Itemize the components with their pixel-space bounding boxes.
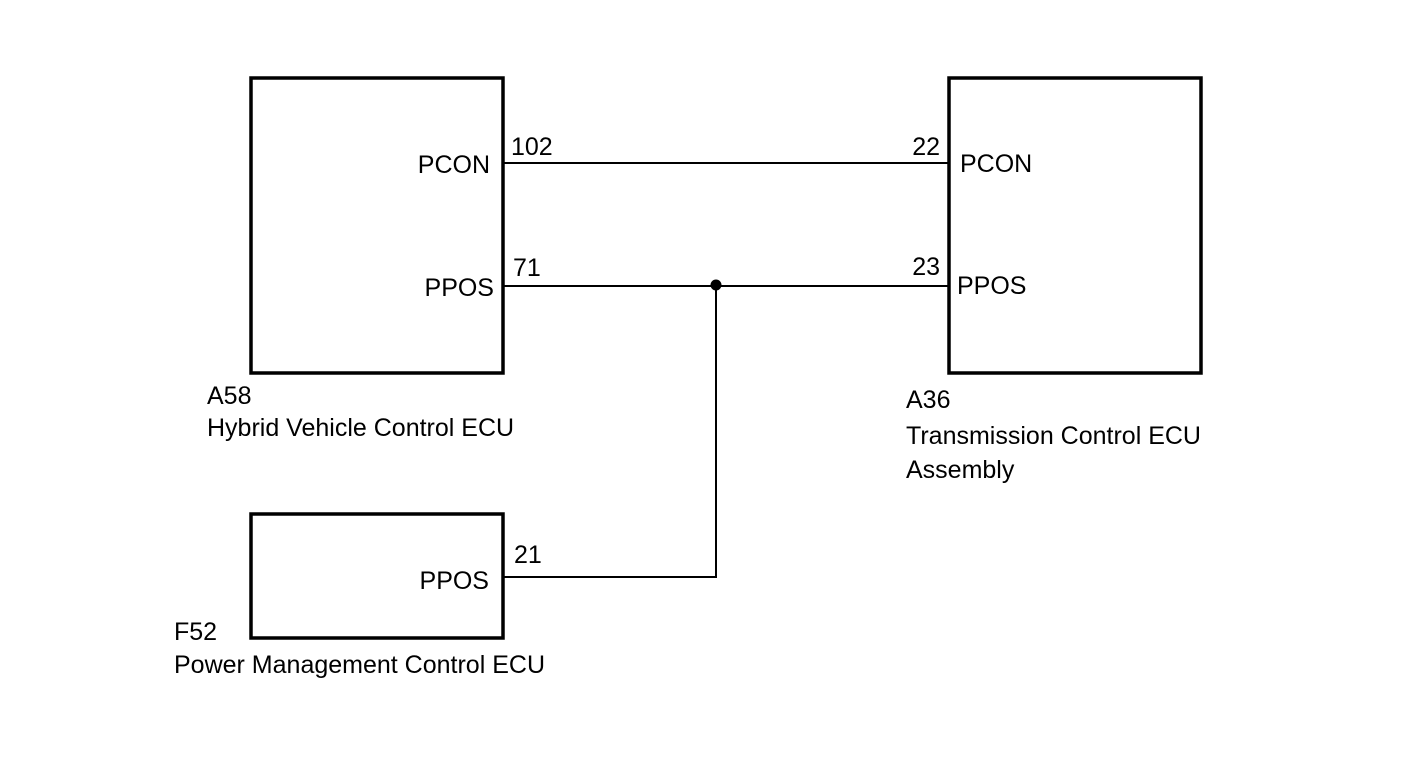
f52-pin-number-ppos: 21: [514, 541, 542, 569]
a58-code: A58: [207, 382, 251, 410]
f52-pin-label-ppos: PPOS: [420, 567, 489, 595]
transmission-ecu-box: [947, 76, 1203, 375]
a36-pin-label-ppos: PPOS: [957, 272, 1026, 300]
a36-name-line1: Transmission Control ECU: [906, 422, 1201, 450]
a36-pin-label-pcon: PCON: [960, 150, 1032, 178]
junction-dot: [710, 279, 722, 291]
hybrid-vehicle-ecu-box: [249, 76, 505, 375]
a58-pin-number-pcon: 102: [511, 133, 553, 161]
a58-pin-label-ppos: PPOS: [425, 274, 494, 302]
f52-name: Power Management Control ECU: [174, 651, 545, 679]
a36-pin-number-pcon: 22: [912, 133, 940, 161]
a58-pin-label-pcon: PCON: [418, 151, 490, 179]
f52-code: F52: [174, 618, 217, 646]
a36-code: A36: [906, 386, 950, 414]
a36-pin-number-ppos: 23: [912, 253, 940, 281]
a58-name: Hybrid Vehicle Control ECU: [207, 414, 514, 442]
a58-pin-number-ppos: 71: [513, 254, 541, 282]
a36-name-line2: Assembly: [906, 456, 1015, 484]
